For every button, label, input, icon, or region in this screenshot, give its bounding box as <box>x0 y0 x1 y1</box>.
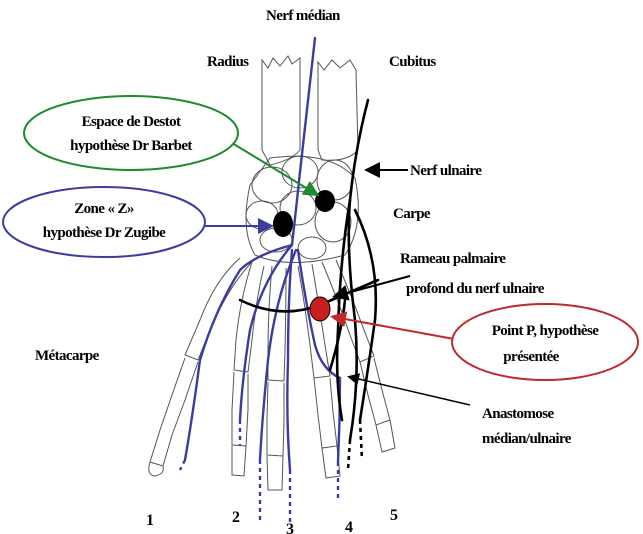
zone-z-marker <box>273 211 293 237</box>
anastomose-arrow <box>350 377 470 405</box>
zone-z-callout <box>3 187 205 257</box>
ulna-bone <box>318 60 358 160</box>
destot-callout-line2: hypothèse Dr Barbet <box>70 138 192 154</box>
finger-number-4: 4 <box>345 519 353 534</box>
point-p-callout <box>452 304 638 380</box>
metacarpe-label: Métacarpe <box>35 348 100 364</box>
thumb-bones <box>149 258 252 476</box>
finger-number-5: 5 <box>390 507 398 524</box>
cubitus-label: Cubitus <box>389 54 436 70</box>
point-p-arrow <box>334 317 454 339</box>
finger-number-1: 1 <box>146 512 154 529</box>
finger-number-2: 2 <box>232 509 240 526</box>
finger-number-3: 3 <box>286 521 294 534</box>
zone-z-callout-line1: Zone « Z» <box>74 201 134 217</box>
nerf-median-label: Nerf médian <box>266 8 341 24</box>
anastomose-label-line1: Anastomose <box>482 406 554 422</box>
destot-callout <box>24 96 238 170</box>
carpal-bones <box>246 156 358 263</box>
destot-space-marker <box>315 190 335 212</box>
point-p-callout-line1: Point P, hypothèse <box>492 323 600 339</box>
carpe-label: Carpe <box>393 206 431 222</box>
middle-finger-bones <box>267 266 286 490</box>
point-p-marker <box>310 297 330 321</box>
ulnar-nerve <box>240 100 378 440</box>
rameau-label-line1: Rameau palmaire <box>400 251 506 267</box>
index-finger-bones <box>232 262 264 476</box>
rameau-label-line2: profond du nerf ulnaire <box>406 281 545 297</box>
median-nerve-dashed-ends <box>180 420 338 525</box>
point-p-callout-line2: présentée <box>503 349 559 365</box>
ulnar-nerve-dashed-ends <box>348 420 362 470</box>
anastomose-label-line2: médian/ulnaire <box>482 431 572 447</box>
destot-callout-line1: Espace de Destot <box>82 114 181 130</box>
radius-label: Radius <box>207 54 249 70</box>
zone-z-callout-line2: hypothèse Dr Zugibe <box>43 225 166 241</box>
radius-bone <box>262 56 300 165</box>
nerf-ulnaire-label: Nerf ulnaire <box>410 163 482 179</box>
